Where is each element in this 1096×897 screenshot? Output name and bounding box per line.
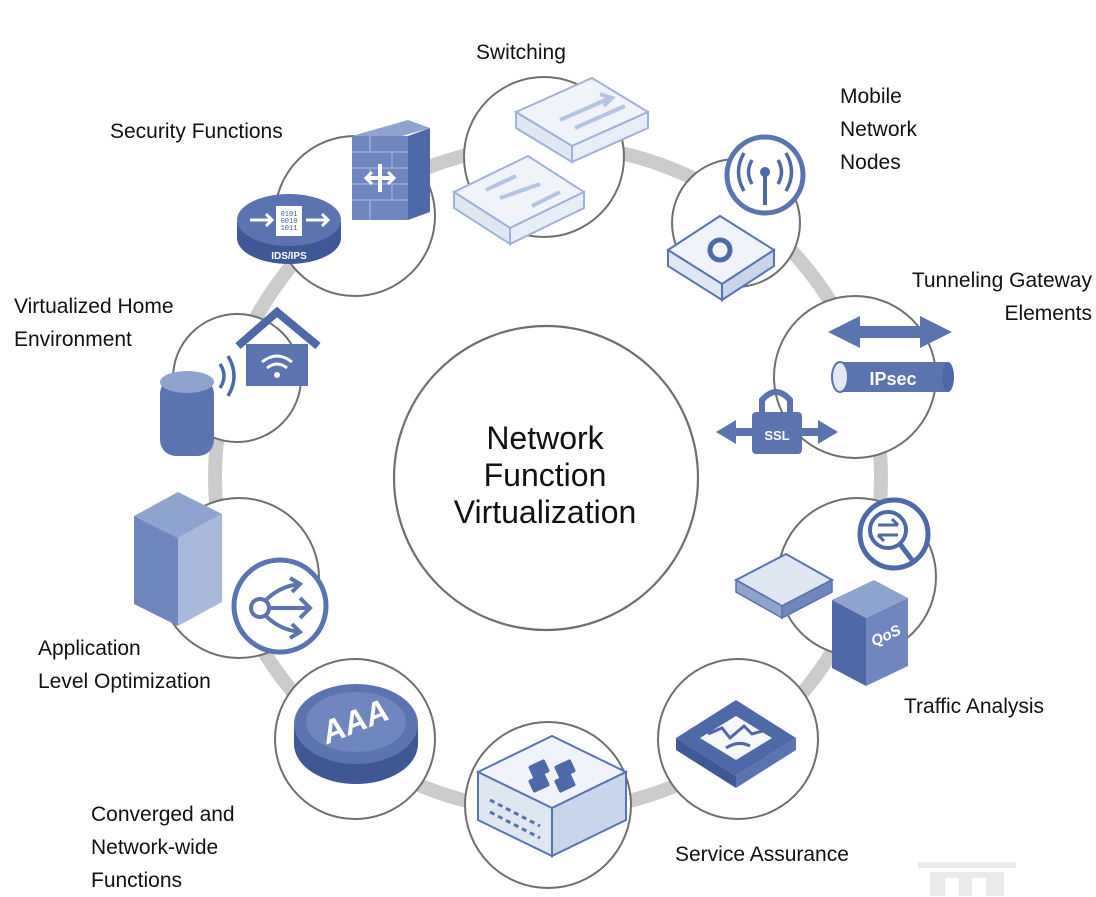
binary-label-2: 0010 <box>281 218 298 226</box>
home-label: Virtualized Home Environment <box>14 295 174 351</box>
mobile-label: Mobile Network Nodes <box>840 85 918 174</box>
binary-label-1: 0101 <box>281 211 298 219</box>
antenna-icon <box>666 134 806 302</box>
tunneling-label: Tunneling Gateway Elements <box>911 269 1092 325</box>
center-circle <box>392 324 700 632</box>
firewall-icon: 0101 0010 1011 IDS/IPS <box>237 120 430 264</box>
converged-label: Converged and Network-wide Functions <box>91 803 235 892</box>
ipsec-tunnel-icon: IPsec SSL <box>716 316 954 454</box>
smart-home-icon <box>160 306 321 456</box>
optimization-icon <box>134 492 329 655</box>
ssl-label: SSL <box>764 428 789 443</box>
center-title: Network Function Virtualization <box>453 420 637 530</box>
switching-label: Switching <box>476 41 566 64</box>
watermark-logo <box>918 862 1016 896</box>
ipsec-label: IPsec <box>869 369 916 389</box>
server-chassis-icon <box>475 734 629 858</box>
security-label: Security Functions <box>110 120 283 143</box>
qos-server-icon: QoS <box>733 497 931 686</box>
service-label: Service Assurance <box>675 843 849 866</box>
ids-ips-label: IDS/IPS <box>271 251 307 262</box>
aaa-disc-icon: AAA <box>294 684 418 784</box>
appopt-label: Application Level Optimization <box>38 637 211 693</box>
switch-icon <box>451 76 651 246</box>
binary-label-3: 1011 <box>281 225 298 233</box>
monitor-icon <box>676 700 796 788</box>
traffic-label: Traffic Analysis <box>904 695 1045 718</box>
